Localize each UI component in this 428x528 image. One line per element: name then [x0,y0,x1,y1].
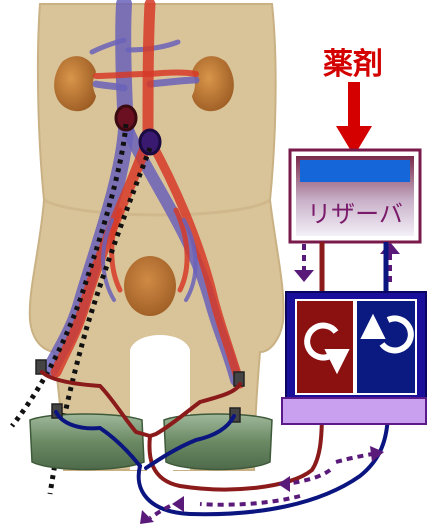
reservoir-label: リザーバ [307,200,403,228]
reservoir: リザーバ [290,150,420,242]
pump-unit [282,292,426,424]
left-renal-vein [96,84,124,88]
left-kidney [54,56,96,111]
reservoir-pump-tubes [322,242,386,298]
down-arrow-icon [336,82,372,156]
drug-label: 薬剤 [323,47,383,82]
reservoir-fill-level [300,160,410,182]
pump-chamber-red [296,300,354,394]
bladder [124,256,176,316]
arrowhead-down-left [294,270,314,282]
arrowhead-bottom-left [140,510,154,524]
arrowhead-outflow-left [172,496,184,512]
flow-arrow-outflow [200,496,300,505]
right-renal-artery [150,73,196,75]
flow-arrow-lower [336,454,372,462]
arrowhead-up-right [380,242,400,254]
pump-base [282,398,426,424]
arrowhead-return-left [278,476,290,492]
right-kidney [192,56,234,111]
right-renal-vein [150,80,196,84]
left-renal-artery [96,74,148,76]
right-thigh-cuff [164,414,272,470]
